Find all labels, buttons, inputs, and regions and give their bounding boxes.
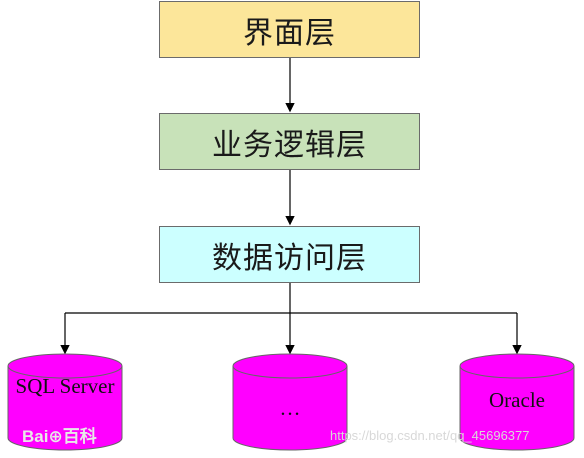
business-logic-layer-box: 业务逻辑层 (159, 113, 420, 170)
data-access-layer-label: 数据访问层 (212, 240, 367, 276)
business-logic-layer-label: 业务逻辑层 (212, 127, 367, 163)
database-label-ellipsis: … (279, 396, 301, 420)
database-cylinder-3 (459, 353, 575, 451)
csdn-watermark: https://blog.csdn.net/qq_45696377 (330, 428, 530, 443)
ui-layer-label: 界面层 (243, 15, 336, 51)
database-cylinder-2 (232, 353, 348, 451)
database-label-sql-server: SQL Server (15, 374, 115, 398)
baidu-watermark: Bai⊕百科 (22, 427, 97, 446)
data-access-layer-box: 数据访问层 (159, 226, 420, 283)
ui-layer-box: 界面层 (159, 1, 420, 58)
database-label-oracle: Oracle (489, 388, 545, 412)
database-cylinder-1 (7, 353, 123, 451)
